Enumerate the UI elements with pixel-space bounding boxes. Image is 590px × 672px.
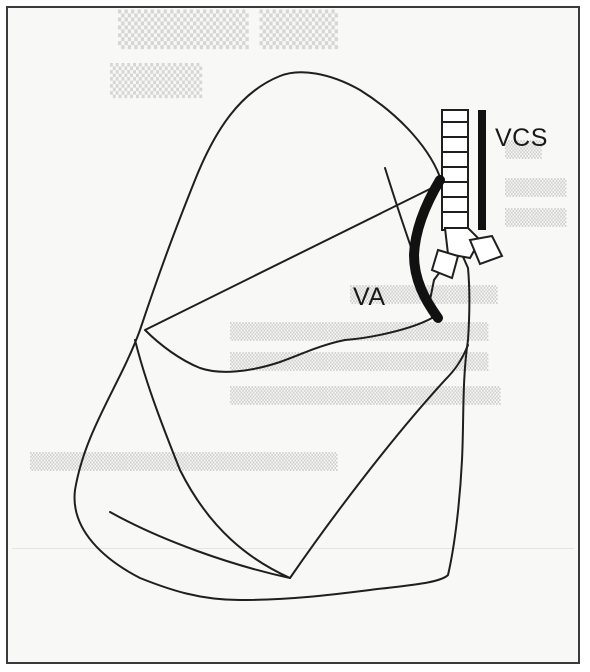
va-vessel	[414, 180, 440, 318]
vcs-label: VCS	[495, 124, 548, 153]
vcs-structure	[442, 110, 486, 230]
fissure-line	[290, 345, 468, 578]
fissure-line	[110, 512, 290, 578]
va-label: VA	[353, 283, 386, 312]
hilar-block	[432, 228, 502, 278]
fissure-line	[135, 340, 290, 578]
lung-outline	[75, 72, 470, 600]
